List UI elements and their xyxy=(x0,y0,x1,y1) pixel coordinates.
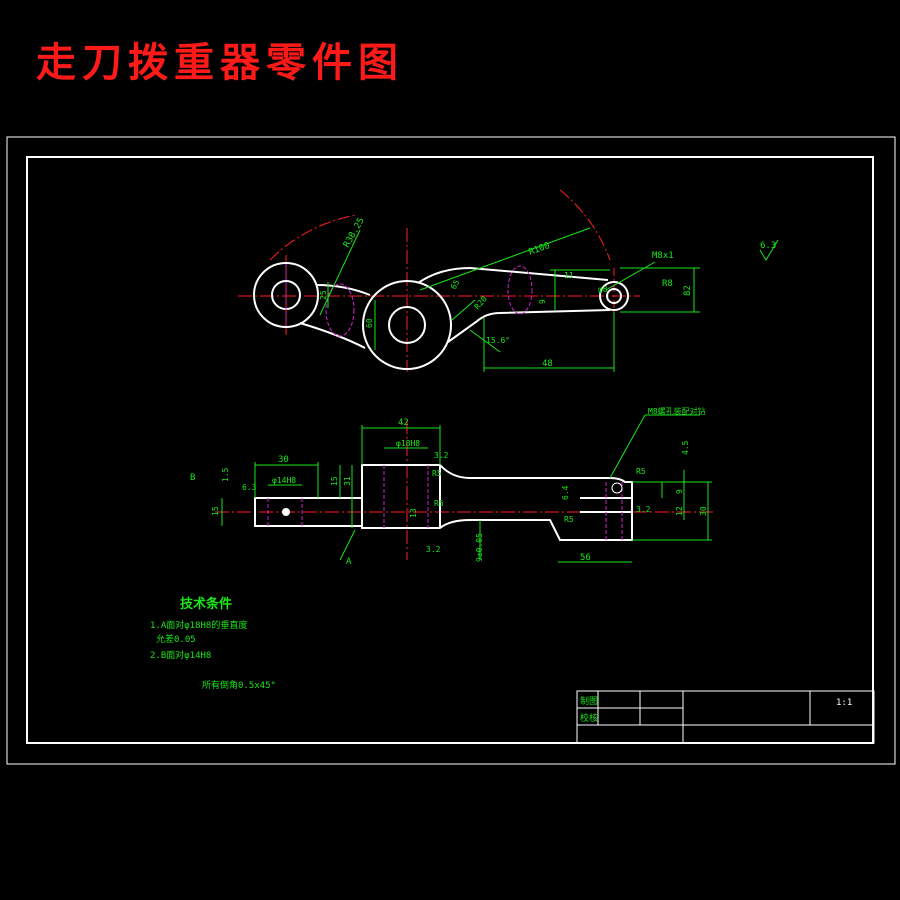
dim-r38: R38.25 xyxy=(342,216,367,249)
dim-4-5: 4.5 xyxy=(681,440,690,455)
rough-32-b: 3.2 xyxy=(426,545,441,554)
dim-r5a: R5 xyxy=(432,469,442,478)
dim-9-25: 9±0.05 xyxy=(475,533,484,562)
dim-phi18: φ18H8 xyxy=(396,439,420,448)
rough-32-a: 3.2 xyxy=(434,451,449,460)
dim-12: 12 xyxy=(675,506,684,516)
dim-9: 9 xyxy=(538,299,547,304)
main-hole xyxy=(388,306,426,344)
arm-lower-right xyxy=(447,309,611,343)
dim-30b: 30 xyxy=(699,506,708,516)
main-boss xyxy=(362,280,452,370)
tech-notes-heading: 技术条件 xyxy=(180,596,232,612)
outer-frame xyxy=(6,136,896,765)
dim-r5c: R5 xyxy=(636,467,646,476)
dim-65: 65 xyxy=(449,278,462,291)
title-block xyxy=(576,690,875,744)
front-dimensions xyxy=(221,414,712,563)
rough-63: 6.3 xyxy=(242,483,257,492)
dim-6-4: 6.4 xyxy=(561,485,570,500)
dim-60: 60 xyxy=(365,318,374,328)
callout-thread: M8螺孔装配对钻 xyxy=(648,406,706,416)
right-hole xyxy=(606,288,622,304)
dim-30: 30 xyxy=(278,455,289,465)
roughness-value: 6.3 xyxy=(760,241,776,251)
title-block-checked: 校核 xyxy=(580,712,598,724)
dim-9b: 9 xyxy=(675,489,684,494)
top-view: R38.25 R100 M8x1 R8 82 9 48 60 25 65 R20… xyxy=(238,189,700,372)
dim-31: 31 xyxy=(343,476,352,486)
dim-r20: R20 xyxy=(473,294,489,311)
dim-25: 25 xyxy=(319,290,328,300)
tech-note-1: 1.A面对φ18H8的垂直度 xyxy=(150,619,247,631)
arm-lower-left xyxy=(299,322,366,349)
dim-r8: R8 xyxy=(662,279,673,289)
dim-42: 42 xyxy=(398,418,409,428)
dim-phi8: φ8 xyxy=(598,285,608,294)
dim-thread: M8x1 xyxy=(652,251,674,261)
dim-13: 13 xyxy=(409,508,418,518)
tech-note-4: 所有倒角0.5x45° xyxy=(202,679,276,691)
inner-frame xyxy=(26,156,874,744)
dim-r5b: R5 xyxy=(434,499,444,508)
datum-b: B xyxy=(190,473,195,483)
dim-82: 82 xyxy=(683,285,693,296)
front-center-mark xyxy=(282,508,290,516)
dim-r5d: R5 xyxy=(564,515,574,524)
arc-center-right xyxy=(559,189,611,261)
tech-note-2: 允差0.05 xyxy=(156,633,196,645)
arm-upper-right xyxy=(417,266,609,284)
title-block-scale: 1:1 xyxy=(836,698,852,708)
right-boss xyxy=(599,281,629,311)
dim-15b: 15 xyxy=(330,476,339,486)
dim-1-5: 1.5 xyxy=(221,467,230,482)
title-block-drawn: 制图 xyxy=(580,695,598,707)
arm-upper-left xyxy=(315,284,371,296)
front-view: 42 φ18H8 30 φ14H8 15 15 31 3.2 R5 R5 3.2… xyxy=(190,406,715,567)
dim-48: 48 xyxy=(542,359,553,369)
dim-56: 56 xyxy=(580,553,591,563)
front-hidden xyxy=(267,465,623,540)
dim-phi14: φ14H8 xyxy=(272,476,296,485)
tech-note-3: 2.B面对φ14H8 xyxy=(150,649,211,661)
dim-angle: 15.6° xyxy=(486,336,510,345)
dim-15a: 15 xyxy=(211,506,220,516)
roughness-symbol-top: 6.3 xyxy=(759,239,779,261)
arc-center-left xyxy=(269,214,358,261)
drawing-title: 走刀拨重器零件图 xyxy=(36,39,404,86)
front-thread-hole xyxy=(611,482,623,494)
left-boss xyxy=(253,262,319,328)
rough-32-c: 3.2 xyxy=(636,505,651,514)
section-left xyxy=(325,283,355,337)
dim-11: 11 xyxy=(564,271,574,280)
section-right xyxy=(507,265,533,315)
dim-r100: R100 xyxy=(528,241,552,258)
datum-a: A xyxy=(346,557,352,567)
top-dimensions xyxy=(319,227,700,372)
tech-notes: 技术条件 1.A面对φ18H8的垂直度 允差0.05 2.B面对φ14H8 所有… xyxy=(150,596,276,691)
